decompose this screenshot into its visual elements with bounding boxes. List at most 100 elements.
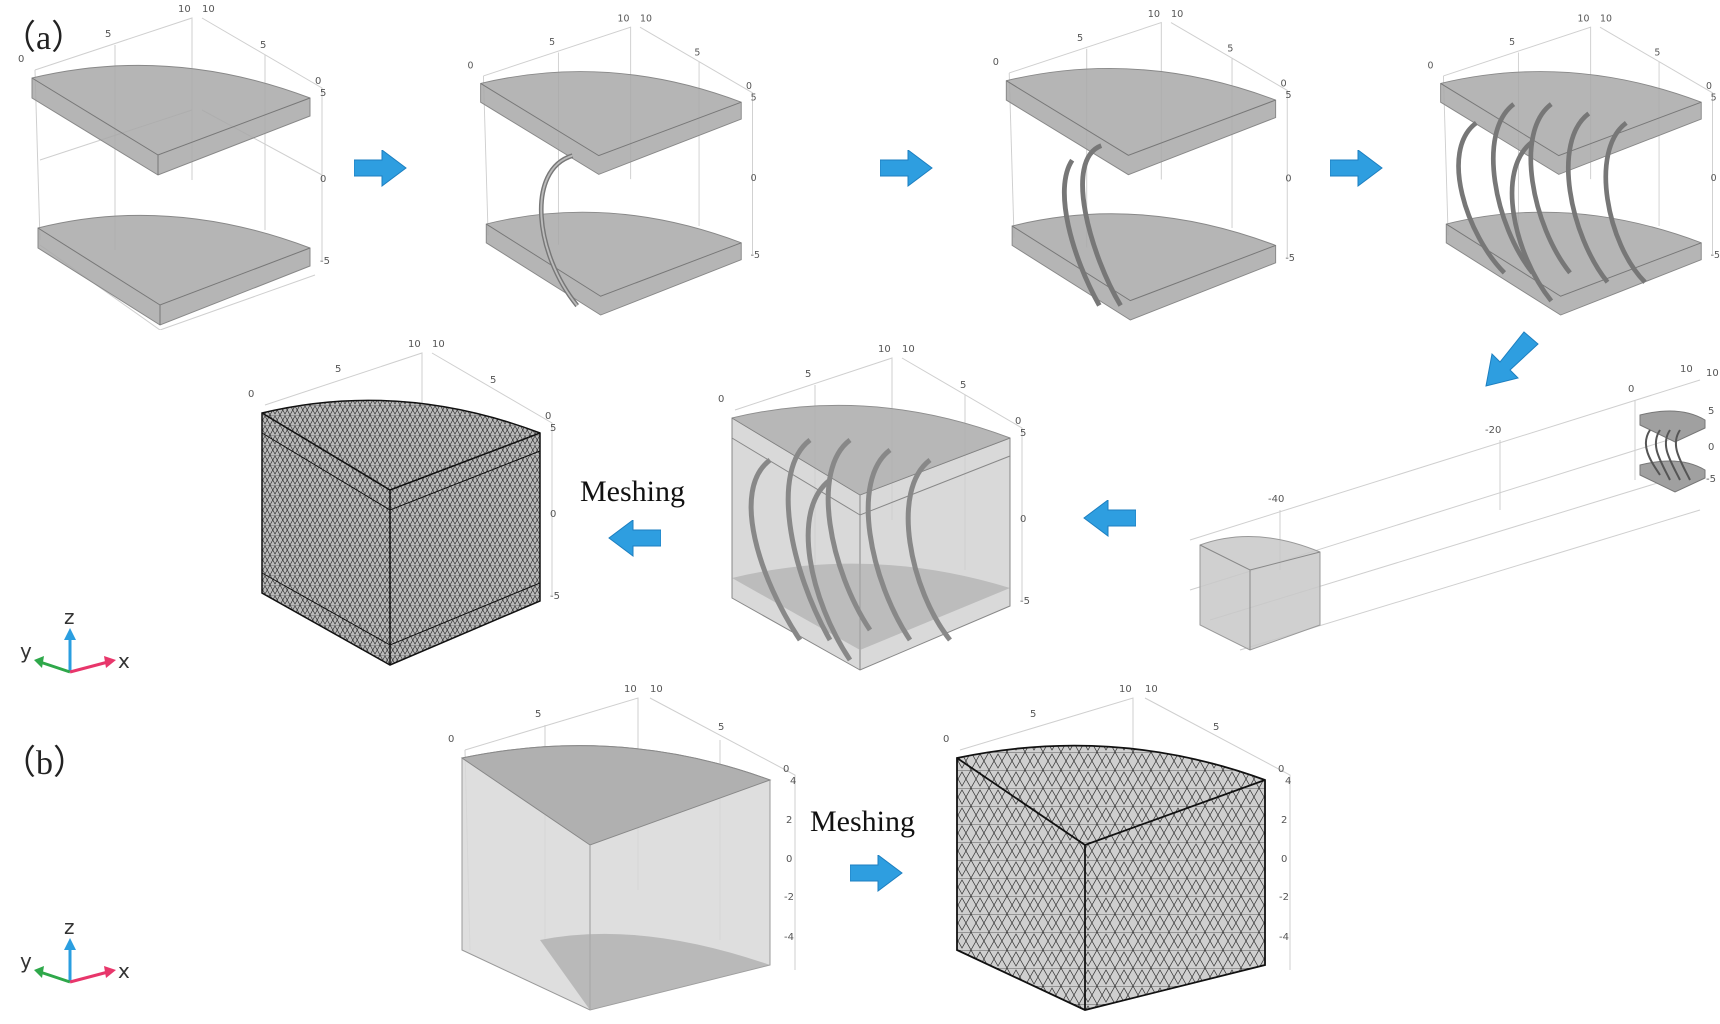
- svg-text:5: 5: [550, 423, 556, 434]
- svg-text:5: 5: [1020, 428, 1026, 439]
- arrow-left-icon: [608, 520, 661, 557]
- svg-text:0: 0: [993, 57, 999, 68]
- step1-two-slabs: 0 5 10 10 5 05 0 -5: [18, 4, 330, 330]
- svg-text:-5: -5: [1711, 250, 1720, 261]
- svg-text:2: 2: [1281, 815, 1287, 826]
- svg-text:0: 0: [718, 394, 724, 405]
- svg-text:10: 10: [1706, 368, 1719, 379]
- svg-text:5: 5: [694, 47, 700, 58]
- svg-text:0: 0: [248, 389, 254, 400]
- svg-text:10: 10: [624, 684, 637, 695]
- arrow-down-left-icon: [1485, 331, 1539, 387]
- svg-text:0: 0: [1281, 854, 1287, 865]
- arrow-left-icon: [1083, 500, 1136, 537]
- svg-text:-4: -4: [1279, 932, 1289, 943]
- svg-text:-5: -5: [751, 250, 760, 261]
- arrow-right-icon: [1330, 150, 1383, 187]
- svg-text:5: 5: [335, 364, 341, 375]
- arrow-right-icon: [850, 855, 903, 892]
- svg-text:5: 5: [490, 375, 496, 386]
- meshing-label-a: Meshing: [580, 475, 685, 508]
- tick-long--20: -20: [1485, 425, 1501, 436]
- svg-text:0: 0: [1020, 514, 1026, 525]
- svg-text:5: 5: [549, 37, 555, 48]
- tick-z--4: -4: [784, 932, 794, 943]
- svg-text:0: 0: [550, 509, 556, 520]
- svg-text:5: 5: [718, 722, 724, 733]
- svg-text:4: 4: [1285, 776, 1291, 787]
- svg-text:5: 5: [320, 88, 326, 99]
- svg-text:10: 10: [1600, 14, 1612, 25]
- svg-text:5: 5: [1285, 90, 1291, 101]
- x-axis-label: x: [118, 649, 130, 673]
- tick-x-0: 0: [18, 54, 24, 65]
- svg-text:0: 0: [1280, 79, 1286, 90]
- svg-text:5: 5: [1077, 33, 1083, 44]
- svg-text:10: 10: [1145, 684, 1158, 695]
- svg-text:10: 10: [1148, 9, 1160, 20]
- svg-text:-2: -2: [1279, 892, 1289, 903]
- svg-text:10: 10: [408, 339, 421, 350]
- svg-text:0: 0: [1708, 442, 1714, 453]
- svg-text:5: 5: [1711, 92, 1717, 103]
- svg-text:5: 5: [1213, 722, 1219, 733]
- svg-text:0: 0: [783, 764, 789, 775]
- x-axis-label: x: [118, 959, 130, 983]
- svg-text:0: 0: [320, 174, 326, 185]
- tick-z--2: -2: [784, 892, 794, 903]
- svg-text:0: 0: [468, 60, 474, 71]
- svg-text:5: 5: [535, 709, 541, 720]
- axis-triad-b: z y x: [20, 920, 130, 984]
- y-axis-label: y: [20, 949, 32, 973]
- y-axis-label: y: [20, 639, 32, 663]
- panel-label-b: （b）: [2, 745, 87, 782]
- svg-text:-5: -5: [1706, 474, 1716, 485]
- axis-triad-a: z y x: [20, 610, 130, 674]
- svg-text:10: 10: [1171, 9, 1183, 20]
- svg-text:0: 0: [746, 81, 752, 92]
- arrow-right-icon: [354, 150, 407, 187]
- svg-text:-5: -5: [320, 256, 330, 267]
- svg-text:10: 10: [1680, 364, 1693, 375]
- svg-text:-5: -5: [1285, 253, 1295, 264]
- z-axis-label: z: [64, 610, 75, 629]
- svg-text:5: 5: [1654, 47, 1660, 58]
- svg-text:0: 0: [1711, 173, 1717, 184]
- svg-text:10: 10: [640, 14, 652, 25]
- svg-text:10: 10: [878, 344, 891, 355]
- svg-text:0: 0: [315, 76, 321, 87]
- svg-text:0: 0: [1285, 173, 1291, 184]
- svg-text:5: 5: [1227, 44, 1233, 55]
- svg-text:10: 10: [1578, 14, 1590, 25]
- svg-text:0: 0: [1706, 81, 1712, 92]
- svg-text:5: 5: [960, 380, 966, 391]
- svg-text:10: 10: [202, 4, 215, 15]
- svg-text:0: 0: [751, 173, 757, 184]
- svg-text:10: 10: [432, 339, 445, 350]
- svg-text:0: 0: [943, 734, 949, 745]
- tick-long-0: 0: [1628, 384, 1634, 395]
- svg-text:0: 0: [1015, 416, 1021, 427]
- svg-text:5: 5: [1509, 37, 1515, 48]
- svg-text:10: 10: [902, 344, 915, 355]
- svg-text:10: 10: [618, 14, 630, 25]
- svg-text:0: 0: [1428, 60, 1434, 71]
- tick-long--40: -40: [1268, 494, 1284, 505]
- panel-label-a: （a）: [2, 20, 86, 57]
- tick-z-2: 2: [786, 815, 792, 826]
- svg-text:10: 10: [1119, 684, 1132, 695]
- z-axis-label: z: [64, 920, 75, 939]
- svg-text:0: 0: [448, 734, 454, 745]
- meshing-label-b: Meshing: [810, 805, 915, 838]
- svg-text:0: 0: [1278, 764, 1284, 775]
- svg-text:5: 5: [805, 369, 811, 380]
- svg-text:10: 10: [178, 4, 191, 15]
- svg-text:5: 5: [105, 29, 111, 40]
- svg-text:-5: -5: [1020, 596, 1030, 607]
